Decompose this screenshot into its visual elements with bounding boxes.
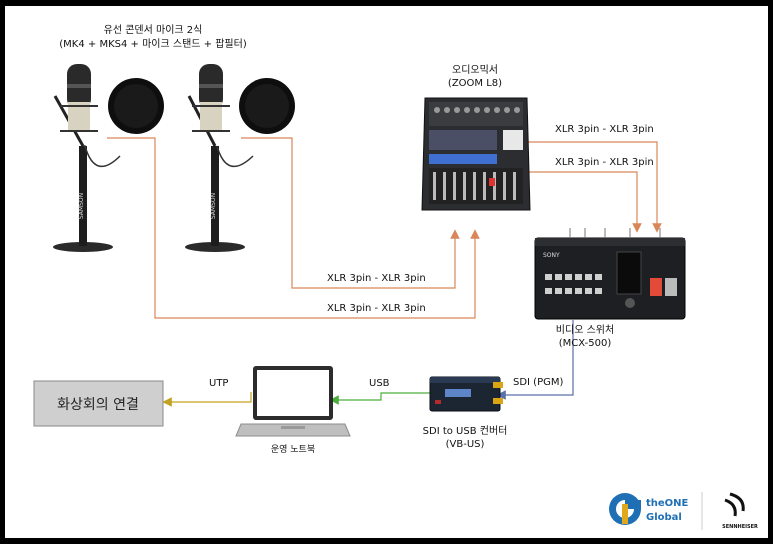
connection-lines [107,137,662,407]
mics-title: 유선 콘덴서 마이크 2식 [104,24,203,36]
converter-model: (VB-US) [446,439,485,450]
xlr-line-mic1-mixer [107,137,480,319]
video-conference-label: 화상회의 연결 [57,397,139,413]
xlr-line-mixer-switcher-1 [527,141,662,233]
theone-logo-line1: theONE [646,498,689,509]
usb-line [329,392,430,405]
microphone-2: SAMSON [185,64,295,252]
mixer-title: 오디오믹서 [452,64,498,76]
switcher-brand: SONY [543,252,560,259]
microphone-1: SAMSON [53,64,164,252]
xlr-label-mic2: XLR 3pin - XLR 3pin [327,273,426,284]
mics-subtitle: (MK4 + MKS4 + 마이크 스탠드 + 팝필터) [59,38,247,50]
mixer-model: (ZOOM L8) [448,78,502,89]
xlr-label-mic1: XLR 3pin - XLR 3pin [327,303,426,314]
svg-text:SAMSON: SAMSON [210,193,217,219]
utp-label: UTP [209,378,228,389]
video-switcher: SONY [534,228,686,320]
laptop [235,366,351,437]
laptop-title: 운영 노트북 [271,444,315,455]
xlr-label-mixer-out-1: XLR 3pin - XLR 3pin [555,124,654,135]
theone-global-logo: theONE Global [609,493,689,525]
xlr-label-mixer-out-2: XLR 3pin - XLR 3pin [555,157,654,168]
utp-line [162,392,252,407]
sdi-label: SDI (PGM) [513,377,563,388]
sdi-usb-converter [429,376,503,412]
switcher-title: 비디오 스위처 [556,323,614,336]
diagram-canvas: 유선 콘덴서 마이크 2식 (MK4 + MKS4 + 마이크 스탠드 + 팝필… [5,6,768,538]
switcher-model: (MCX-500) [559,338,612,349]
xlr-line-mic2-mixer [241,137,460,289]
svg-text:SAMSON: SAMSON [78,193,85,219]
sennheiser-logo: SENNHEISER [722,492,758,530]
video-conference-box: 화상회의 연결 [33,380,164,427]
sdi-line [496,320,574,400]
theone-logo-line2: Global [646,512,682,523]
diagram-svg: 유선 콘덴서 마이크 2식 (MK4 + MKS4 + 마이크 스탠드 + 팝필… [33,24,758,530]
sennheiser-logo-text: SENNHEISER [722,524,758,530]
audio-mixer [421,97,531,211]
usb-label: USB [369,378,390,389]
xlr-line-mixer-switcher-2 [527,171,642,233]
converter-title: SDI to USB 컨버터 [423,425,508,437]
